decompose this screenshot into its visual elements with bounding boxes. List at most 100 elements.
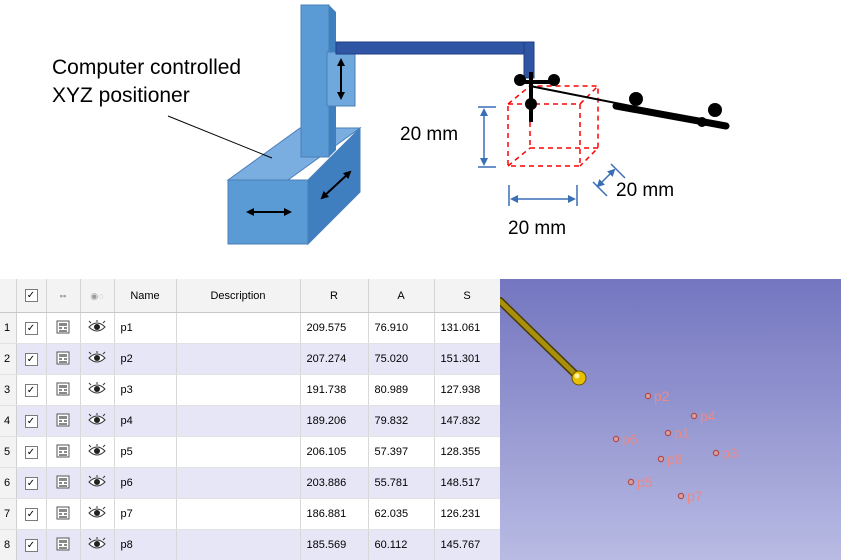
select-all-header[interactable]: ✓: [16, 279, 47, 313]
eye-icon[interactable]: [88, 350, 106, 365]
table-row-p7[interactable]: 7 ✓ p7 186.881 62.035 126.231: [0, 498, 500, 530]
lock-icon[interactable]: [55, 443, 71, 459]
description-cell[interactable]: [176, 343, 301, 375]
lock-cell[interactable]: [46, 529, 81, 560]
r-cell[interactable]: 207.274: [300, 343, 369, 375]
table-row-p6[interactable]: 6 ✓ p6 203.886 55.781 148.517: [0, 467, 500, 499]
name-cell[interactable]: p4: [114, 405, 177, 437]
select-all-checkbox[interactable]: ✓: [24, 289, 38, 302]
lock-cell[interactable]: [46, 405, 81, 437]
r-cell[interactable]: 203.886: [300, 467, 369, 499]
visibility-cell[interactable]: [80, 343, 115, 375]
name-cell[interactable]: p6: [114, 467, 177, 499]
r-column-header[interactable]: R: [300, 279, 369, 313]
row-select-checkbox[interactable]: ✓: [24, 414, 38, 428]
fiducial-point-icon[interactable]: [627, 478, 635, 486]
eye-icon[interactable]: [88, 474, 106, 489]
r-cell[interactable]: 191.738: [300, 374, 369, 406]
eye-icon[interactable]: [88, 536, 106, 551]
name-cell[interactable]: p3: [114, 374, 177, 406]
row-select-checkbox[interactable]: ✓: [24, 445, 38, 459]
row-select-checkbox[interactable]: ✓: [24, 538, 38, 552]
fiducial-p3[interactable]: p3: [712, 445, 738, 461]
visibility-cell[interactable]: [80, 529, 115, 560]
r-cell[interactable]: 189.206: [300, 405, 369, 437]
a-cell[interactable]: 55.781: [368, 467, 435, 499]
row-select-cell[interactable]: ✓: [16, 498, 47, 530]
table-row-p3[interactable]: 3 ✓ p3 191.738 80.989 127.938: [0, 374, 500, 406]
a-cell[interactable]: 75.020: [368, 343, 435, 375]
row-select-checkbox[interactable]: ✓: [24, 352, 38, 366]
r-cell[interactable]: 186.881: [300, 498, 369, 530]
s-cell[interactable]: 126.231: [434, 498, 500, 530]
lock-icon[interactable]: [55, 412, 71, 428]
fiducial-p8[interactable]: p8: [657, 451, 683, 467]
lock-icon[interactable]: [55, 350, 71, 366]
table-row-p8[interactable]: 8 ✓ p8 185.569 60.112 145.767: [0, 529, 500, 560]
lock-icon[interactable]: [55, 505, 71, 521]
fiducial-point-icon[interactable]: [612, 435, 620, 443]
visibility-cell[interactable]: [80, 498, 115, 530]
lock-cell[interactable]: [46, 498, 81, 530]
name-cell[interactable]: p5: [114, 436, 177, 468]
s-cell[interactable]: 148.517: [434, 467, 500, 499]
fiducial-p7[interactable]: p7: [677, 488, 703, 504]
row-select-checkbox[interactable]: ✓: [24, 383, 38, 397]
row-select-cell[interactable]: ✓: [16, 467, 47, 499]
a-cell[interactable]: 80.989: [368, 374, 435, 406]
lock-header[interactable]: ▪▪: [46, 279, 81, 313]
r-cell[interactable]: 185.569: [300, 529, 369, 560]
lock-cell[interactable]: [46, 374, 81, 406]
eye-icon[interactable]: [88, 319, 106, 334]
name-column-header[interactable]: Name: [114, 279, 177, 313]
fiducial-point-icon[interactable]: [664, 429, 672, 437]
lock-icon[interactable]: [55, 319, 71, 335]
fiducial-point-icon[interactable]: [712, 449, 720, 457]
eye-icon[interactable]: [88, 505, 106, 520]
fiducial-point-icon[interactable]: [657, 455, 665, 463]
visibility-cell[interactable]: [80, 405, 115, 437]
eye-icon[interactable]: [88, 412, 106, 427]
a-cell[interactable]: 57.397: [368, 436, 435, 468]
lock-cell[interactable]: [46, 436, 81, 468]
description-cell[interactable]: [176, 498, 301, 530]
a-cell[interactable]: 76.910: [368, 312, 435, 344]
description-cell[interactable]: [176, 312, 301, 344]
lock-icon[interactable]: [55, 474, 71, 490]
name-cell[interactable]: p2: [114, 343, 177, 375]
a-cell[interactable]: 60.112: [368, 529, 435, 560]
a-cell[interactable]: 79.832: [368, 405, 435, 437]
visibility-cell[interactable]: [80, 374, 115, 406]
lock-icon[interactable]: [55, 381, 71, 397]
name-cell[interactable]: p7: [114, 498, 177, 530]
row-select-cell[interactable]: ✓: [16, 405, 47, 437]
description-cell[interactable]: [176, 374, 301, 406]
row-select-checkbox[interactable]: ✓: [24, 476, 38, 490]
s-cell[interactable]: 147.832: [434, 405, 500, 437]
row-select-checkbox[interactable]: ✓: [24, 507, 38, 521]
fiducial-point-icon[interactable]: [677, 492, 685, 500]
table-row-p5[interactable]: 5 ✓ p5 206.105 57.397 128.355: [0, 436, 500, 468]
row-select-cell[interactable]: ✓: [16, 343, 47, 375]
table-row-p4[interactable]: 4 ✓ p4 189.206 79.832 147.832: [0, 405, 500, 437]
fiducial-p4[interactable]: p4: [690, 408, 716, 424]
row-select-cell[interactable]: ✓: [16, 529, 47, 560]
s-cell[interactable]: 145.767: [434, 529, 500, 560]
visibility-cell[interactable]: [80, 312, 115, 344]
row-select-cell[interactable]: ✓: [16, 312, 47, 344]
fiducial-p5[interactable]: p5: [627, 474, 653, 490]
eye-icon[interactable]: [88, 381, 106, 396]
row-select-cell[interactable]: ✓: [16, 436, 47, 468]
s-cell[interactable]: 151.301: [434, 343, 500, 375]
row-select-checkbox[interactable]: ✓: [24, 321, 38, 335]
a-cell[interactable]: 62.035: [368, 498, 435, 530]
description-cell[interactable]: [176, 436, 301, 468]
lock-icon[interactable]: [55, 536, 71, 552]
name-cell[interactable]: p8: [114, 529, 177, 560]
description-cell[interactable]: [176, 529, 301, 560]
s-cell[interactable]: 127.938: [434, 374, 500, 406]
fiducial-p6[interactable]: p6: [612, 431, 638, 447]
name-cell[interactable]: p1: [114, 312, 177, 344]
